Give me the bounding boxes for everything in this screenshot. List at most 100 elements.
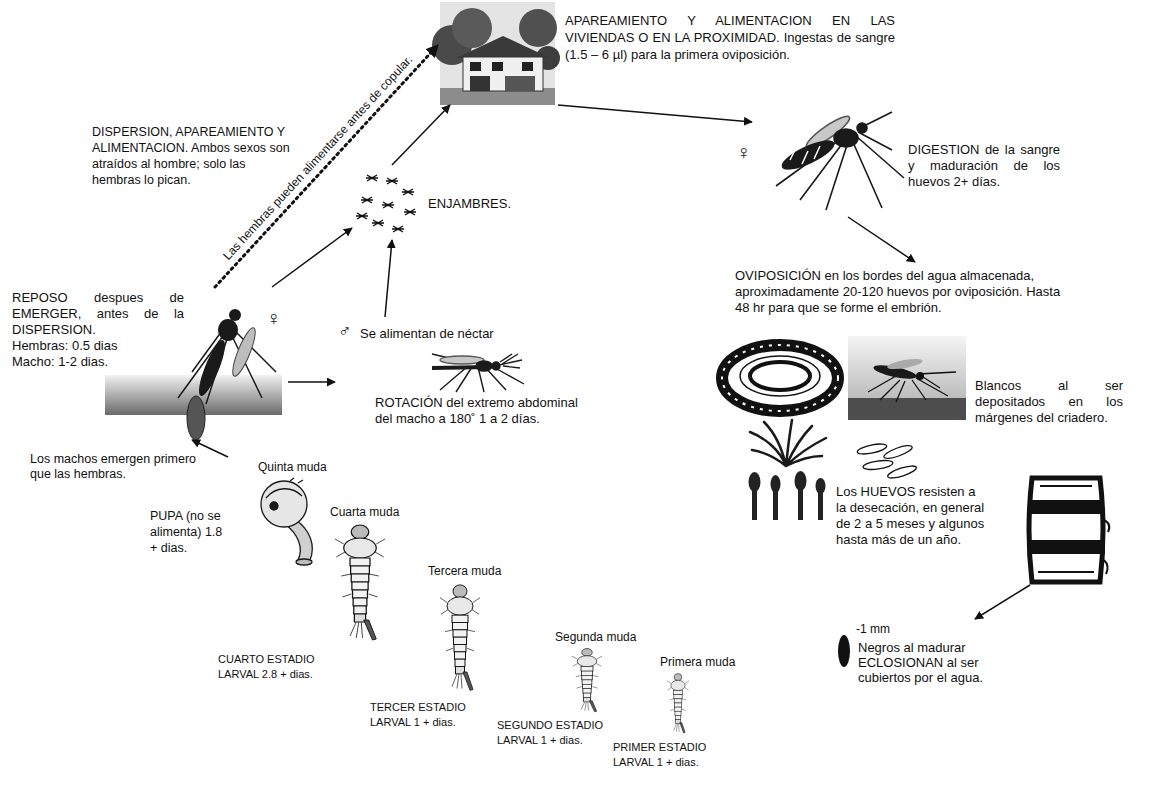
house-photo	[432, 2, 560, 105]
text-slot: Cuarta muda	[330, 505, 399, 520]
connectors	[192, 45, 1030, 619]
female-mosquito	[776, 112, 904, 210]
mosquito-swarm	[356, 175, 416, 232]
stage-node: ♂Se alimentan de néctarROTACIÓN del extr…	[335, 317, 628, 444]
pupa	[261, 478, 312, 565]
barrel	[1038, 486, 1094, 572]
house-photo	[519, 9, 557, 47]
male-mosquito	[499, 354, 522, 368]
female-mosquito	[790, 146, 820, 164]
stage-description: REPOSO despues de EMERGER, antes de la D…	[12, 290, 184, 338]
eggs-drawing	[856, 442, 887, 456]
bromeliad	[750, 420, 826, 466]
mosquito-swarm	[366, 175, 378, 181]
egg-laying-photo	[923, 377, 940, 388]
egg-laying-photo	[848, 336, 966, 420]
text-slot: ♀	[266, 306, 281, 331]
larva-fourth	[335, 525, 385, 640]
sex-symbol: ♀	[736, 140, 751, 165]
black-egg	[838, 635, 850, 667]
barrel	[1028, 540, 1105, 554]
mosquito-swarm	[356, 213, 368, 219]
text-slot: ENJAMBRES.	[428, 196, 511, 212]
stage-description: DIGESTION de la sangre y maduración de l…	[908, 142, 1060, 190]
pupa	[296, 559, 312, 565]
molt-label: Primera muda	[660, 655, 735, 670]
tire	[722, 345, 838, 411]
house-photo	[470, 62, 481, 71]
stage-description: TERCER ESTADIO LARVAL 1 + dias.	[370, 700, 482, 730]
text-slot: Hembras: 0.5 dias	[12, 338, 118, 354]
text-slot: -1 mm	[856, 622, 890, 637]
house-photo	[492, 62, 503, 71]
text-slot: Blancos al ser depositados en los márgen…	[975, 378, 1123, 426]
larva-second	[572, 649, 602, 712]
eggs-drawing	[863, 459, 894, 471]
text-slot: Quinta muda	[258, 460, 327, 475]
cycle-arrow	[392, 105, 450, 165]
edge-label: Las hembras pueden alimentarse antes de …	[220, 52, 416, 263]
molt-label: Segunda muda	[555, 630, 636, 645]
barrel	[1029, 478, 1103, 582]
mosquito-swarm	[382, 202, 394, 208]
larva-first	[667, 674, 689, 733]
stage-node: ENJAMBRES.	[352, 165, 514, 240]
pupa	[290, 478, 303, 483]
tire	[740, 356, 820, 396]
larva-first	[667, 674, 689, 733]
text-slot: PRIMER ESTADIO LARVAL 1 + dias.	[613, 740, 725, 770]
stage-node: Tercera mudaTERCER ESTADIO LARVAL 1 + di…	[367, 561, 504, 750]
eggs-drawing	[883, 443, 914, 461]
mosquito-swarm	[361, 197, 373, 203]
tire	[722, 345, 838, 411]
house-photo	[522, 62, 533, 71]
bromeliad	[750, 420, 826, 466]
text-slot: Negros al madurar ECLOSIONAN al ser cubi…	[858, 640, 1008, 685]
cycle-arrow	[848, 217, 915, 262]
house-photo	[505, 76, 535, 91]
stage-description: APAREAMIENTO Y ALIMENTACION EN LAS VIVIE…	[565, 12, 895, 63]
molt-label: Quinta muda	[258, 460, 327, 475]
cycle-arrow	[192, 440, 228, 457]
stage-node: Quinta mudaPUPA (no se alimenta) 1.8 + d…	[147, 457, 336, 566]
barrel	[1028, 478, 1109, 582]
edge-label-slot: Las hembras pueden alimentarse antes de …	[220, 52, 416, 263]
larva-third	[440, 585, 480, 690]
house-photo	[463, 57, 543, 91]
stage-node: Cuarta mudaCUARTO ESTADIO LARVAL 2.8 + d…	[215, 502, 402, 703]
mosquito-swarm	[392, 226, 404, 232]
barrel	[1030, 500, 1103, 514]
male-mosquito	[492, 362, 500, 370]
text-slot: OVIPOSICIÓN en los bordes del agua almac…	[735, 268, 1067, 316]
text-slot: Primera muda	[660, 655, 735, 670]
emerging-mosquito	[187, 396, 205, 440]
molt-label: Cuarta muda	[330, 505, 399, 520]
male-mosquito	[432, 354, 524, 392]
female-mosquito	[866, 112, 892, 125]
flower-tubes	[773, 490, 778, 520]
egg-laying-photo	[848, 398, 966, 420]
sex-symbol: ♂	[338, 320, 352, 343]
female-mosquito	[779, 136, 837, 174]
cycle-arrow	[385, 240, 392, 317]
egg-laying-photo	[848, 336, 966, 420]
molt-label: Tercera muda	[428, 564, 501, 579]
cycle-arrow	[288, 381, 335, 383]
stage-node: APAREAMIENTO Y ALIMENTACION EN LAS VIVIE…	[438, 2, 905, 105]
tire	[722, 345, 838, 411]
stage-node: ♀ DIGESTION de la sangre y maduración de …	[733, 122, 1115, 217]
text-slot: ROTACIÓN del extremo abdominal del macho…	[375, 395, 595, 427]
emerging-mosquito	[194, 338, 229, 399]
flower-tubes	[795, 471, 807, 491]
pupa	[266, 489, 302, 498]
text-slot: Los machos emergen primero que las hembr…	[30, 452, 215, 482]
duration-note: Hembras: 0.5 dias	[12, 338, 118, 354]
text-slot: ♂	[338, 320, 352, 343]
flower-tubes	[749, 472, 761, 492]
note-text: Los machos emergen primero que las hembr…	[30, 452, 215, 482]
mosquito-swarm	[372, 220, 384, 226]
stage-description: PUPA (no se alimenta) 1.8 + dias.	[150, 508, 230, 556]
female-mosquito	[857, 123, 867, 133]
emerging-mosquito	[218, 319, 238, 341]
